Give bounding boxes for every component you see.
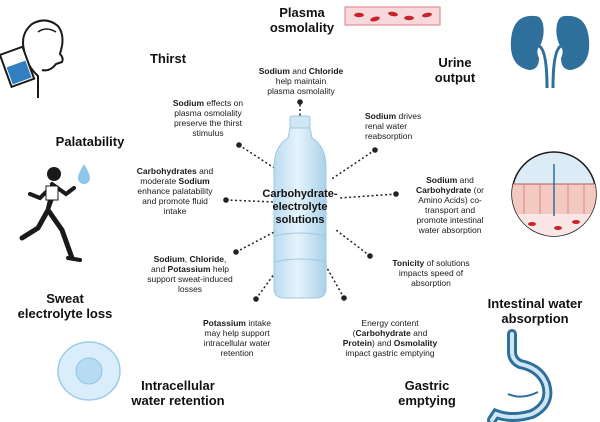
bold-term: Osmolality — [393, 338, 438, 348]
blood-vessel-icon — [344, 6, 441, 26]
bold-term: Sodium — [258, 66, 290, 76]
bold-term: Potassium — [202, 318, 246, 328]
person-drinking-icon — [0, 19, 64, 98]
kidneys-icon — [510, 15, 590, 89]
intestinal-cells-icon — [511, 151, 597, 237]
center-label: Carbohydrate- electrolyte solutions — [262, 188, 338, 226]
title-urine-output: Urine output — [434, 55, 476, 85]
bold-term: Carbohydrate — [355, 328, 411, 338]
title-intestinal-water-absorption: Intestinal water absorption — [487, 296, 583, 326]
title-thirst: Thirst — [149, 51, 187, 66]
cell-icon — [57, 341, 121, 401]
title-sweat-electrolyte-loss: Sweat electrolyte loss — [17, 291, 113, 321]
bold-term: Carbohydrates — [136, 166, 197, 176]
title-plasma-osmolality: Plasma osmolality — [269, 5, 335, 35]
title-palatability: Palatability — [55, 134, 125, 149]
bold-term: Tonicity — [392, 258, 425, 268]
bold-term: Sodium — [153, 254, 185, 264]
bold-term: Chloride — [189, 254, 224, 264]
title-intracellular-water-retention: Intracellular water retention — [131, 378, 225, 408]
runner-icon — [19, 164, 90, 262]
stomach-icon — [487, 329, 553, 422]
bold-term: Sodium — [178, 176, 210, 186]
bold-term: Sodium — [426, 175, 458, 185]
bold-term: Sodium — [365, 111, 397, 121]
title-gastric-emptying: Gastric emptying — [398, 378, 456, 408]
bold-term: Potassium — [167, 264, 211, 274]
water-bottle-icon — [273, 115, 327, 299]
bold-term: Carbohydrate — [415, 185, 472, 195]
bold-term: Sodium — [172, 98, 205, 108]
bold-term: Chloride — [308, 66, 344, 76]
bold-term: Protein — [342, 338, 373, 348]
